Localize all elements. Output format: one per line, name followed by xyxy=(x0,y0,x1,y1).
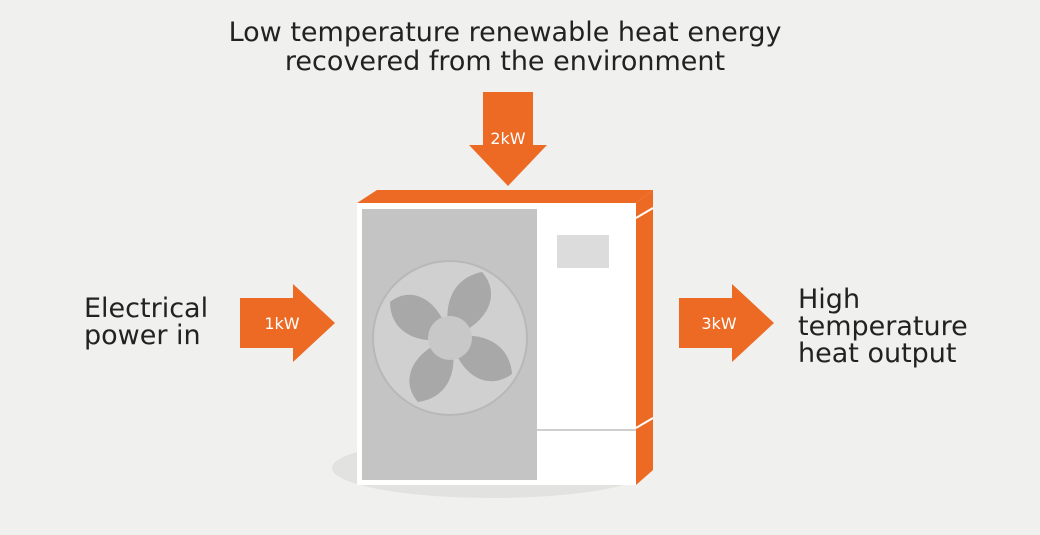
top-caption-line-1: Low temperature renewable heat energy xyxy=(228,17,782,48)
left-caption: Electrical power in xyxy=(84,295,208,349)
arrow-right-shape xyxy=(679,284,774,362)
right-caption: High temperature heat output xyxy=(798,286,968,367)
unit-top-face xyxy=(357,190,653,203)
left-caption-line-1: Electrical xyxy=(84,293,209,324)
arrow-top-label: 2kW xyxy=(490,129,525,148)
right-caption-line-3: heat output xyxy=(798,338,957,369)
arrow-top: 2kW xyxy=(469,92,547,186)
top-caption: Low temperature renewable heat energy re… xyxy=(0,18,1010,76)
left-caption-line-2: power in xyxy=(84,320,201,351)
arrow-left-shape xyxy=(240,284,335,362)
right-caption-line-1: High xyxy=(798,284,861,315)
unit-side-face xyxy=(636,190,653,485)
heat-pump-unit xyxy=(357,190,654,485)
unit-side-stripe-mid xyxy=(635,417,654,429)
control-display xyxy=(557,235,609,268)
right-caption-line-2: temperature xyxy=(798,311,968,342)
arrow-top-shape xyxy=(469,92,547,186)
top-caption-line-2: recovered from the environment xyxy=(284,46,726,77)
unit-side-stripe-top xyxy=(635,207,654,219)
arrow-right: 3kW xyxy=(679,284,774,362)
arrow-left: 1kW xyxy=(240,284,335,362)
arrow-right-label: 3kW xyxy=(701,314,736,333)
fan-hub xyxy=(428,316,472,360)
arrow-left-label: 1kW xyxy=(264,314,299,333)
